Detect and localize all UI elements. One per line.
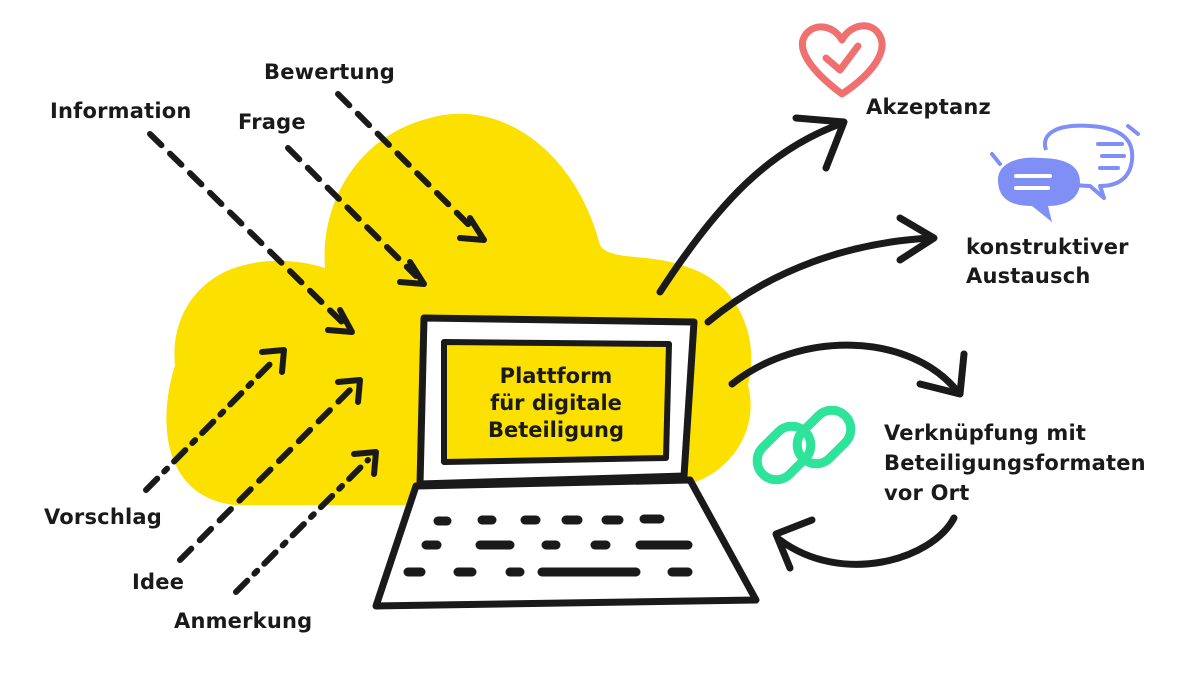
label-akzeptanz: Akzeptanz <box>866 95 991 119</box>
arrow-bewertung <box>335 91 479 235</box>
arrow-idee <box>177 385 355 563</box>
label-idee: Idee <box>132 570 185 594</box>
label-verknuepfung-1: Verknüpfung mit <box>884 421 1087 445</box>
arrow-verknuepfung-out <box>728 341 962 396</box>
chain-link-icon <box>752 405 856 485</box>
platform-line-1: Plattform <box>499 363 613 388</box>
label-information: Information <box>50 99 192 123</box>
speech-bubbles-icon <box>990 123 1140 222</box>
arrow-verknuepfung-in <box>776 514 958 568</box>
platform-title: Plattform für digitale Beteiligung <box>447 348 665 458</box>
label-austausch-2: Austausch <box>966 264 1091 288</box>
label-austausch-1: konstruktiver <box>966 235 1129 259</box>
arrow-anmerkung <box>233 457 371 595</box>
arrow-austausch <box>704 234 936 326</box>
arrow-vorschlag <box>143 355 279 493</box>
label-verknuepfung-3: vor Ort <box>884 481 970 505</box>
keyboard <box>403 514 693 577</box>
arrow-akzeptanz <box>656 120 844 296</box>
label-anmerkung: Anmerkung <box>174 609 313 633</box>
arrow-information <box>147 131 347 327</box>
platform-line-2: für digitale <box>490 390 622 415</box>
heart-check-icon <box>798 22 886 98</box>
output-arrows <box>656 114 968 572</box>
input-arrows <box>143 91 487 595</box>
label-verknuepfung-2: Beteiligungsformaten <box>884 451 1146 475</box>
label-vorschlag: Vorschlag <box>44 505 162 529</box>
arrow-frage <box>285 145 419 279</box>
platform-line-3: Beteiligung <box>487 417 625 442</box>
label-bewertung: Bewertung <box>264 60 396 84</box>
label-frage: Frage <box>238 110 306 134</box>
